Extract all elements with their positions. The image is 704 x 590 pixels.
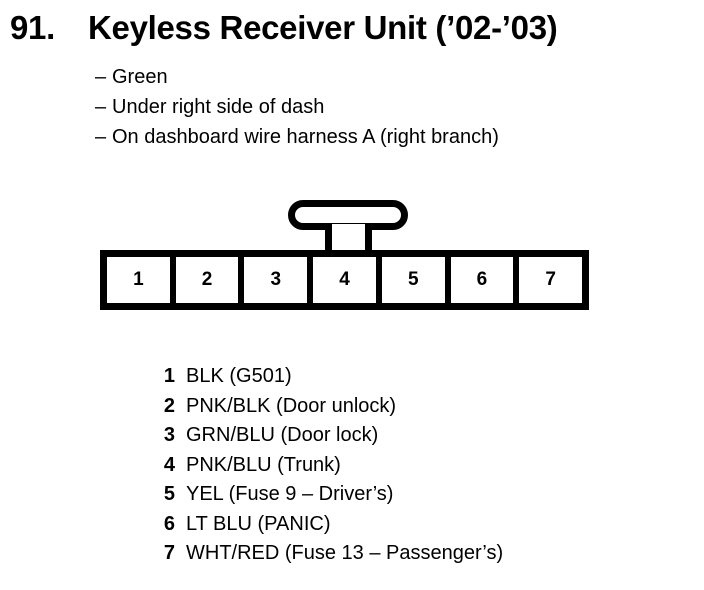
legend-pin-number: 4: [163, 453, 175, 476]
note-text: Under right side of dash: [112, 96, 325, 118]
legend-pin-number: 1: [163, 365, 175, 387]
legend-row: 1 BLK (G501): [155, 362, 675, 392]
legend-pin-number: 7: [163, 542, 175, 564]
legend-row: 3 GRN/BLU (Door lock): [155, 421, 675, 451]
connector-pin-cell: 6: [451, 257, 520, 303]
note-item-location: – Under right side of dash: [95, 92, 685, 122]
legend-row: 5 YEL (Fuse 9 – Driver’s): [155, 480, 675, 510]
connector-pin-cell: 3: [244, 257, 314, 303]
legend-pin-description: GRN/BLU (Door lock): [186, 424, 379, 446]
legend-pin-description: WHT/RED (Fuse 13 – Passenger’s): [186, 542, 504, 564]
legend-pin-description: YEL (Fuse 9 – Driver’s): [186, 483, 394, 505]
connector-pin-cell: 5: [382, 257, 451, 303]
dash-bullet-icon: –: [95, 126, 107, 148]
legend-row: 4 PNK/BLU (Trunk): [155, 451, 675, 481]
title-row: 91. Keyless Receiver Unit (’02-’03): [10, 8, 700, 48]
legend-pin-number: 3: [163, 424, 175, 446]
pin-legend: 1 BLK (G501) 2 PNK/BLK (Door unlock) 3 G…: [155, 362, 675, 569]
dash-bullet-icon: –: [95, 66, 107, 88]
page-title: Keyless Receiver Unit (’02-’03): [88, 9, 558, 46]
legend-row: 2 PNK/BLK (Door unlock): [155, 392, 675, 422]
note-text: Green: [112, 66, 168, 88]
connector-pin-cell: 7: [545, 269, 556, 290]
note-item-harness: – On dashboard wire harness A (right bra…: [95, 122, 685, 152]
note-text: On dashboard wire harness A (right branc…: [112, 126, 499, 148]
legend-pin-description: PNK/BLU (Trunk): [186, 453, 341, 476]
connector-pin-cell: 1: [107, 257, 176, 303]
legend-pin-number: 6: [163, 512, 175, 535]
legend-pin-number: 5: [163, 483, 175, 505]
legend-pin-number: 2: [163, 394, 175, 417]
header-block: 91. Keyless Receiver Unit (’02-’03): [10, 8, 700, 48]
entry-number: 91.: [10, 9, 55, 46]
connector-pin-row: 1 2 3 4 5 6 7: [100, 250, 589, 310]
notes-list: – Green – Under right side of dash – On …: [95, 62, 685, 152]
legend-row: 6 LT BLU (PANIC): [155, 510, 675, 540]
connector-pin-cell: 2: [176, 257, 245, 303]
connector-pin-cell: 4: [313, 257, 382, 303]
legend-pin-description: BLK (G501): [186, 365, 292, 387]
legend-pin-description: PNK/BLK (Door unlock): [186, 394, 397, 417]
note-item-color: – Green: [95, 62, 685, 92]
legend-row: 7 WHT/RED (Fuse 13 – Passenger’s): [155, 539, 675, 569]
connector-diagram: 1 2 3 4 5 6 7: [100, 200, 589, 312]
legend-pin-description: LT BLU (PANIC): [186, 512, 331, 535]
dash-bullet-icon: –: [95, 96, 107, 118]
